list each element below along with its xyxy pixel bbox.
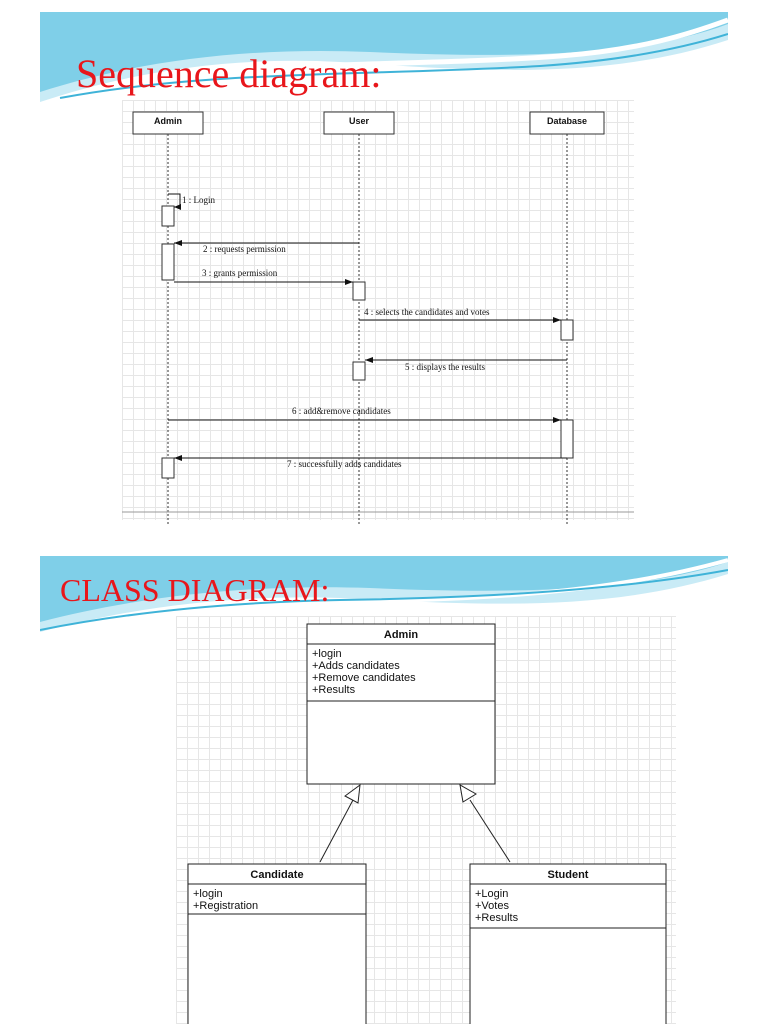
message-label: 6 : add&remove candidates — [292, 406, 391, 416]
class-attribute: +Results — [475, 912, 519, 924]
lifeline-label-database: Database — [547, 116, 587, 126]
class-attribute: +Remove candidates — [312, 672, 416, 684]
message-label: 3 : grants permission — [202, 268, 278, 278]
arrowhead — [345, 279, 353, 285]
activation-box — [161, 205, 175, 227]
arrowhead — [174, 240, 182, 246]
sequence-slide: Sequence diagram: Admin User Database 1 … — [40, 12, 728, 528]
arrowhead — [553, 317, 561, 323]
class-student: Student +Login +Votes +Results — [469, 863, 667, 1024]
class-name: Candidate — [250, 869, 303, 881]
message-label: 5 : displays the results — [405, 362, 485, 372]
slide-title: Sequence diagram: — [76, 51, 382, 96]
class-attribute: +Results — [312, 684, 356, 696]
class-candidate: Candidate +login +Registration — [187, 863, 367, 1024]
lifeline-label-admin: Admin — [154, 116, 182, 126]
arrowhead — [365, 357, 373, 363]
arrowhead — [174, 204, 181, 210]
class-attribute: +login — [193, 888, 223, 900]
activation-box — [161, 243, 175, 281]
activation-box — [161, 457, 175, 479]
message-arrow — [168, 193, 181, 208]
activation-box — [352, 281, 366, 301]
class-attribute: +Login — [475, 888, 508, 900]
class-diagram: Admin +login +Adds candidates +Remove ca… — [187, 623, 667, 1024]
message-label: 4 : selects the candidates and votes — [364, 307, 490, 317]
inheritance-arrow-student — [459, 784, 511, 863]
class-attribute: +Adds candidates — [312, 660, 400, 672]
inheritance-arrow-candidate — [319, 783, 361, 863]
wave-header-decoration — [40, 556, 728, 632]
class-name: Student — [548, 869, 589, 881]
activation-box — [560, 419, 574, 459]
activation-box — [560, 319, 574, 341]
activation-box — [352, 361, 366, 381]
class-attribute: +Registration — [193, 900, 258, 912]
class-slide: CLASS DIAGRAM: Admin +login +Adds candid… — [40, 556, 728, 1024]
slide-title: CLASS DIAGRAM: — [60, 572, 330, 608]
sequence-diagram: Admin User Database 1 : Login 2 : reques… — [122, 111, 634, 524]
arrowhead — [553, 417, 561, 423]
message-label: 2 : requests permission — [203, 244, 286, 254]
arrowhead — [174, 455, 182, 461]
diagram-grid — [122, 100, 634, 520]
lifeline-label-user: User — [349, 116, 370, 126]
class-attribute: +login — [312, 648, 342, 660]
wave-header-decoration — [40, 12, 728, 102]
message-label: 1 : Login — [182, 195, 215, 205]
class-attribute: +Votes — [475, 900, 509, 912]
class-name: Admin — [384, 629, 419, 641]
class-admin: Admin +login +Adds candidates +Remove ca… — [306, 623, 496, 785]
message-label: 7 : successfully adds candidates — [287, 459, 402, 469]
